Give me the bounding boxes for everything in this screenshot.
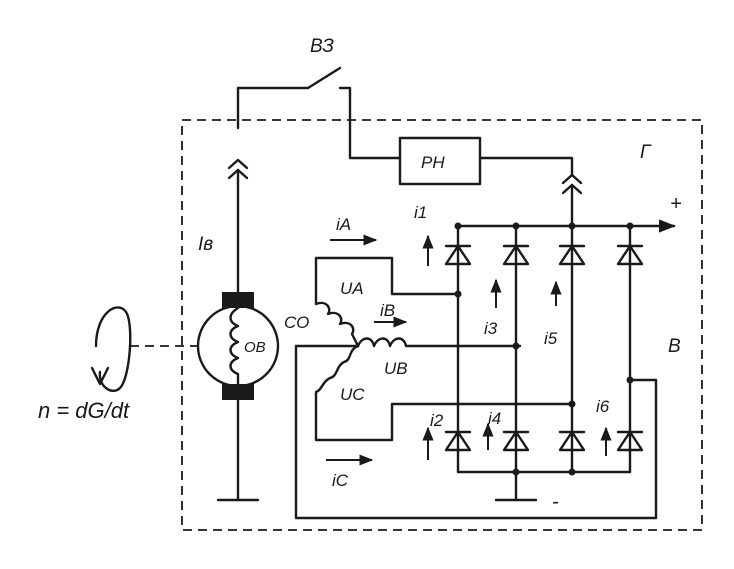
diode-upper-4 xyxy=(616,244,644,266)
speed-formula-label: n = dG/dt xyxy=(38,398,130,423)
diode-current-i2-label: i2 xyxy=(430,411,444,430)
diode-lower-3 xyxy=(558,430,586,452)
phase-a-current-label: iA xyxy=(336,215,351,234)
generator-label: Г xyxy=(640,142,652,163)
connector-symbol-right xyxy=(561,173,583,228)
stator-windings xyxy=(294,256,658,520)
diode-current-i4-label: i4 xyxy=(488,409,501,428)
diode-current-i5-label: i5 xyxy=(544,329,558,348)
switch-label: ВЗ xyxy=(310,36,334,57)
field-winding-label: ОВ xyxy=(244,339,266,356)
diode-upper-1 xyxy=(444,244,472,266)
diode-lower-4 xyxy=(616,430,644,452)
phase-b-current-label: iB xyxy=(380,301,395,320)
voltage-regulator xyxy=(398,136,574,186)
generator-boundary xyxy=(181,119,703,531)
diode-upper-2 xyxy=(502,244,530,266)
phase-c-current-label: iC xyxy=(332,471,349,490)
rotor-shaft xyxy=(90,306,198,393)
ignition-switch xyxy=(236,66,402,160)
rotor-field-winding xyxy=(196,292,280,502)
diode-current-i3-label: i3 xyxy=(484,319,498,338)
plus-terminal-label: + xyxy=(670,193,682,215)
excitation-current-label: Iв xyxy=(198,234,213,255)
diode-lower-2 xyxy=(502,430,530,452)
diode-current-i1-label: i1 xyxy=(414,203,427,222)
current-arrows xyxy=(326,234,612,466)
diode-lower-1 xyxy=(444,430,472,452)
diode-upper-3 xyxy=(558,244,586,266)
phase-b-voltage-label: UB xyxy=(384,359,408,378)
diode-current-i6-label: i6 xyxy=(596,397,610,416)
phase-c-voltage-label: UC xyxy=(340,385,365,404)
regulator-label: РН xyxy=(421,153,445,172)
stator-label: СО xyxy=(284,313,309,332)
rectifier-label: В xyxy=(668,336,681,357)
minus-terminal-label: - xyxy=(552,491,559,513)
connector-symbol-left xyxy=(227,158,249,294)
phase-a-voltage-label: UA xyxy=(340,279,364,298)
